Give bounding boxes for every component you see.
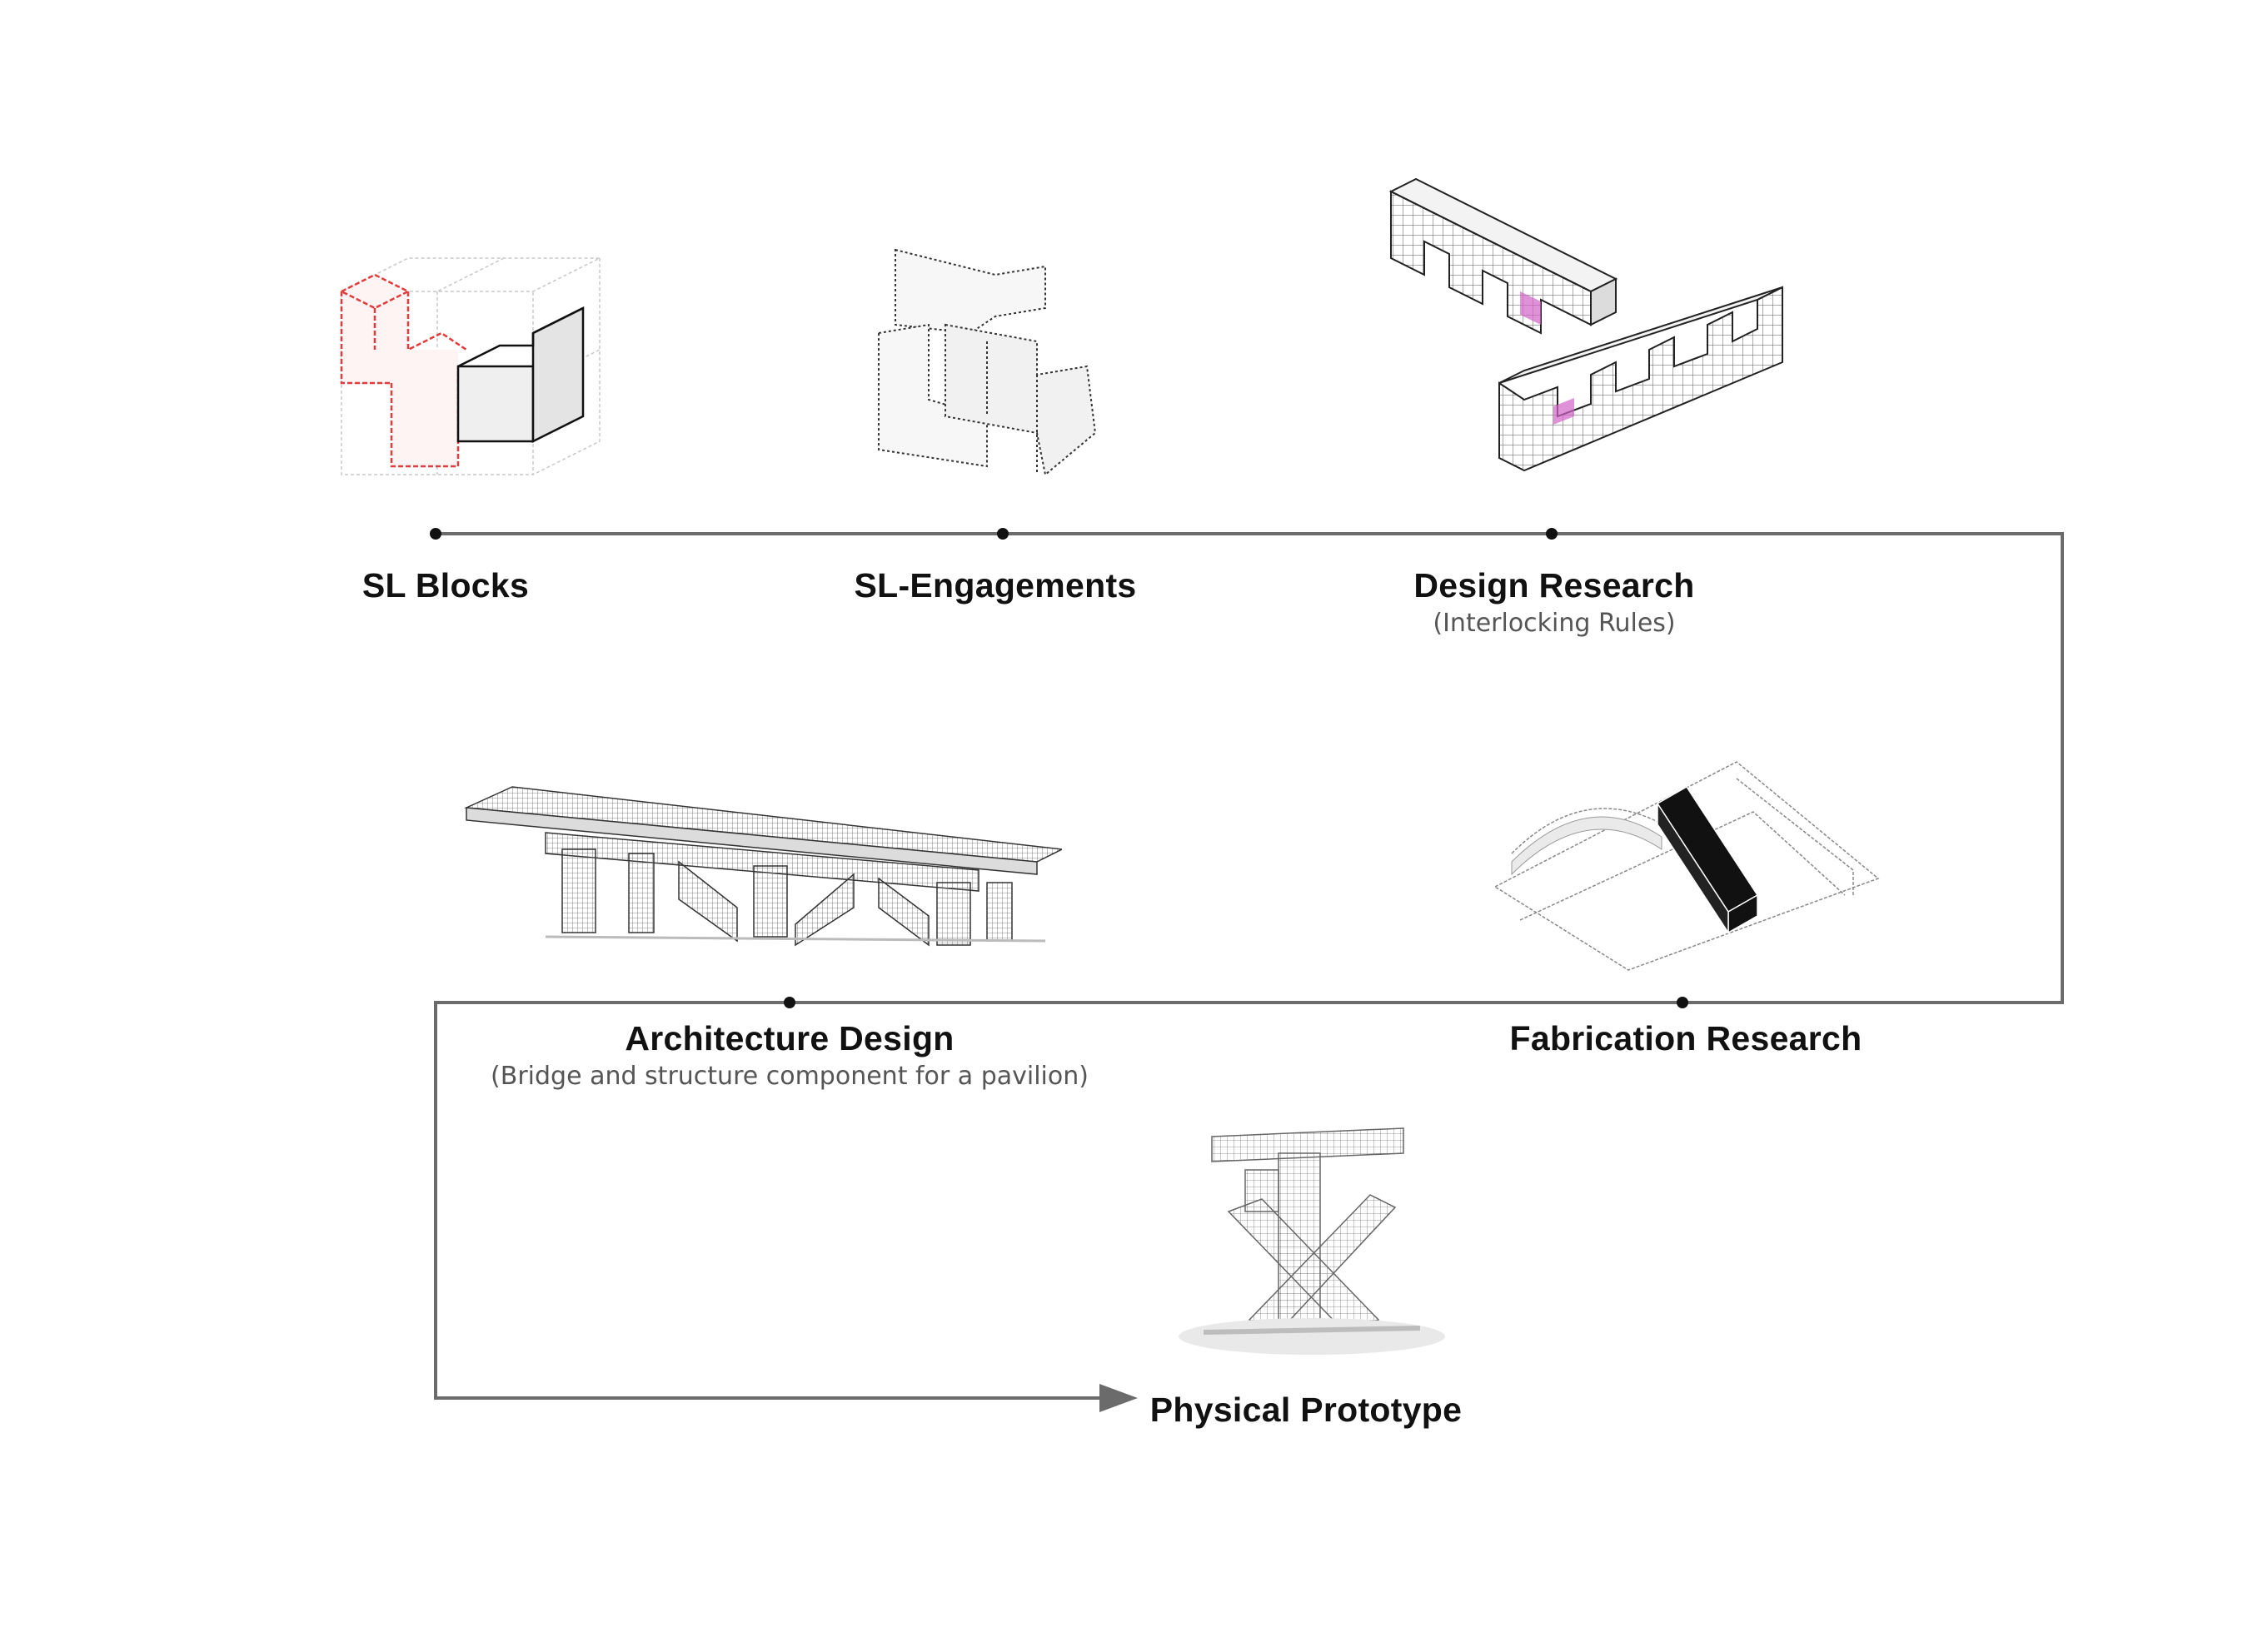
interlock-highlight-lower bbox=[1553, 398, 1574, 425]
node-sl-blocks bbox=[430, 528, 441, 540]
stage-title: SL Blocks bbox=[361, 566, 530, 605]
stage-title: SL-Engagements bbox=[854, 566, 1137, 605]
fabrication-research-illustration bbox=[1493, 761, 1880, 971]
stage-title: Fabrication Research bbox=[1509, 1019, 1862, 1057]
design-research-illustration bbox=[1388, 177, 1783, 472]
physical-prototype-illustration bbox=[1179, 1127, 1445, 1355]
stage-sl-blocks: SL Blocks bbox=[362, 566, 529, 605]
stage-subtitle: (Bridge and structure component for a pa… bbox=[491, 1062, 1089, 1091]
architecture-design-illustration bbox=[464, 786, 1062, 947]
stage-physical-prototype: Physical Prototype bbox=[1150, 1391, 1463, 1430]
stage-design-research: Design Research (Interlocking Rules) bbox=[1413, 566, 1694, 638]
node-sl-engagements bbox=[997, 528, 1009, 540]
stage-title: Physical Prototype bbox=[1149, 1391, 1463, 1429]
stage-fabrication-research: Fabrication Research bbox=[1510, 1019, 1862, 1058]
node-fabrication-research bbox=[1677, 997, 1688, 1008]
stage-architecture-design: Architecture Design (Bridge and structur… bbox=[491, 1019, 1089, 1091]
stage-title: Architecture Design bbox=[625, 1019, 955, 1057]
stage-sl-engagements: SL-Engagements bbox=[854, 566, 1136, 605]
node-architecture-design bbox=[784, 997, 795, 1008]
process-path bbox=[434, 532, 2064, 1400]
arrow-head-icon bbox=[1099, 1384, 1138, 1412]
stage-title: Design Research bbox=[1413, 566, 1695, 605]
stage-subtitle: (Interlocking Rules) bbox=[1433, 609, 1676, 638]
sl-blocks-illustration bbox=[339, 257, 601, 475]
sl-engagements-illustration bbox=[878, 248, 1097, 476]
interlock-highlight-upper bbox=[1520, 291, 1541, 325]
node-design-research bbox=[1546, 528, 1558, 540]
